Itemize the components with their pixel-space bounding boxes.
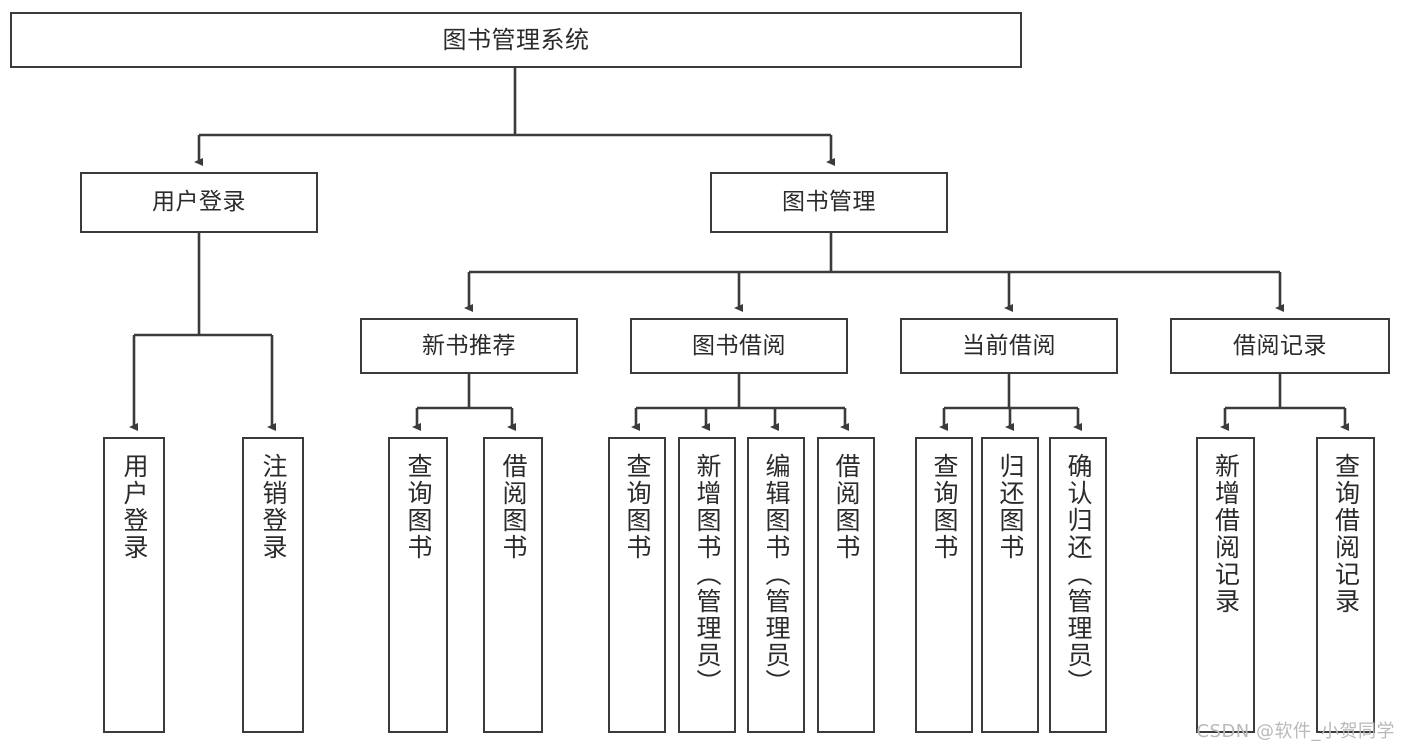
node-leaf-query-borrow-record-label: 查询借阅记录: [1331, 453, 1361, 615]
node-leaf-borrow-book-label: 借阅图书: [832, 453, 861, 561]
node-borrow-record-label: 借阅记录: [1233, 332, 1327, 359]
node-book-borrow[interactable]: 图书借阅: [630, 318, 848, 374]
node-leaf-user-login[interactable]: 用户登录: [103, 437, 165, 733]
node-book-manage[interactable]: 图书管理: [710, 172, 948, 233]
node-new-book-recommend-label: 新书推荐: [422, 332, 516, 359]
node-leaf-recommend-query-book[interactable]: 查询图书: [388, 437, 448, 733]
node-book-borrow-label: 图书借阅: [692, 332, 786, 359]
node-leaf-recommend-borrow-book[interactable]: 借阅图书: [483, 437, 543, 733]
node-leaf-current-query-book[interactable]: 查询图书: [915, 437, 973, 733]
node-leaf-add-borrow-record-label: 新增借阅记录: [1211, 453, 1241, 615]
node-leaf-return-book[interactable]: 归还图书: [981, 437, 1039, 733]
node-borrow-record[interactable]: 借阅记录: [1170, 318, 1390, 374]
node-user-login[interactable]: 用户登录: [80, 172, 318, 233]
node-leaf-confirm-return-admin[interactable]: 确认归还（管理员）: [1049, 437, 1107, 733]
node-root-label: 图书管理系统: [442, 26, 590, 54]
node-leaf-add-borrow-record[interactable]: 新增借阅记录: [1196, 437, 1255, 733]
node-leaf-edit-book-admin-label: 编辑图书（管理员）: [762, 453, 791, 696]
node-leaf-recommend-borrow-book-label: 借阅图书: [499, 453, 528, 561]
node-leaf-logout-label: 注销登录: [259, 453, 288, 561]
node-leaf-return-book-label: 归还图书: [996, 453, 1025, 561]
node-leaf-borrow-query-book[interactable]: 查询图书: [608, 437, 666, 733]
node-leaf-query-borrow-record[interactable]: 查询借阅记录: [1316, 437, 1375, 733]
node-user-login-label: 用户登录: [152, 189, 246, 216]
node-leaf-confirm-return-admin-label: 确认归还（管理员）: [1064, 453, 1093, 696]
node-root[interactable]: 图书管理系统: [10, 12, 1022, 68]
node-leaf-current-query-book-label: 查询图书: [930, 453, 959, 561]
node-current-borrow-label: 当前借阅: [962, 332, 1056, 359]
node-leaf-add-book-admin-label: 新增图书（管理员）: [693, 453, 722, 696]
node-leaf-edit-book-admin[interactable]: 编辑图书（管理员）: [747, 437, 805, 733]
node-leaf-add-book-admin[interactable]: 新增图书（管理员）: [678, 437, 736, 733]
node-book-manage-label: 图书管理: [782, 189, 876, 216]
node-new-book-recommend[interactable]: 新书推荐: [360, 318, 578, 374]
node-leaf-borrow-book[interactable]: 借阅图书: [817, 437, 875, 733]
node-current-borrow[interactable]: 当前借阅: [900, 318, 1118, 374]
node-leaf-borrow-query-book-label: 查询图书: [623, 453, 652, 561]
node-leaf-user-login-label: 用户登录: [120, 453, 149, 561]
node-leaf-recommend-query-book-label: 查询图书: [404, 453, 433, 561]
node-leaf-logout[interactable]: 注销登录: [242, 437, 304, 733]
